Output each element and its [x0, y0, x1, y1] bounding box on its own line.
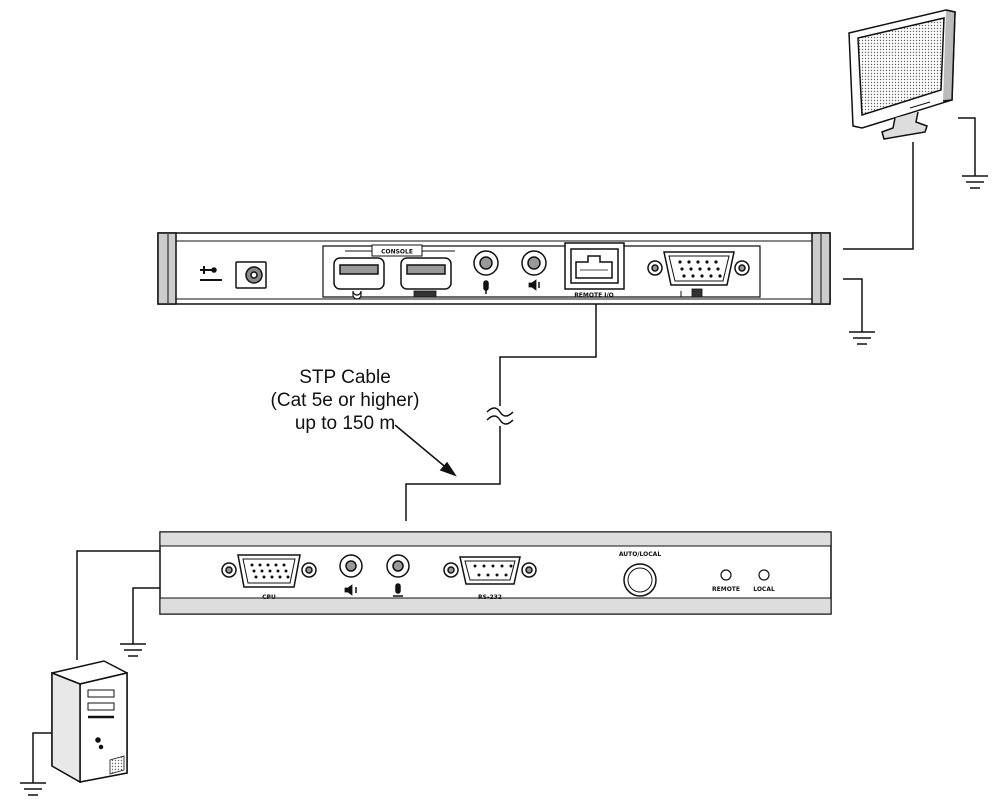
power-jack-icon	[200, 261, 267, 289]
auto-local-label: AUTO/LOCAL	[619, 551, 661, 558]
console-header: CONSOLE	[345, 244, 455, 257]
cpu-label: CPU	[262, 594, 276, 601]
console-label: CONSOLE	[381, 249, 413, 256]
tower-ground-icon	[20, 732, 52, 796]
monitor-cable	[843, 142, 914, 250]
rs232-port: RS-232	[443, 556, 537, 601]
remote-ground-icon	[843, 278, 875, 345]
mic-jack-icon	[473, 250, 499, 294]
remote-led-label: REMOTE	[712, 586, 740, 593]
cable-label-line-2: (Cat 5e or higher)	[270, 390, 420, 411]
usb-port-mouse	[333, 257, 385, 300]
vga-port-console	[647, 251, 750, 298]
stp-cable-upper	[499, 304, 597, 406]
local-led-label: LOCAL	[753, 586, 775, 593]
remote-led: REMOTE	[712, 569, 740, 593]
cable-break-icon	[486, 407, 514, 425]
stp-cable-lower	[405, 426, 501, 521]
cable-label-line-1: STP Cable	[299, 367, 391, 388]
monitor-icon	[848, 9, 956, 140]
remote-io-label: REMOTE I/O	[574, 292, 614, 299]
local-led: LOCAL	[753, 569, 775, 593]
arrow-icon	[394, 424, 457, 477]
remote-io-port: REMOTE I/O	[564, 242, 625, 299]
local-ground-icon	[120, 587, 160, 657]
rs232-label: RS-232	[478, 594, 502, 601]
auto-local-button[interactable]: AUTO/LOCAL	[619, 551, 661, 597]
monitor-ground-icon	[958, 117, 988, 189]
cpu-cable	[76, 550, 160, 660]
computer-tower-icon	[51, 660, 128, 784]
vga-port-cpu: CPU	[221, 554, 317, 601]
speaker-jack-icon	[521, 250, 547, 291]
stp-cable-label: STP Cable (Cat 5e or higher) up to 150 m	[230, 366, 460, 435]
usb-port-keyboard	[400, 257, 452, 298]
local-speaker-jack-icon	[339, 554, 363, 596]
cable-label-line-3: up to 150 m	[294, 413, 396, 434]
local-mic-jack-icon	[386, 554, 410, 597]
